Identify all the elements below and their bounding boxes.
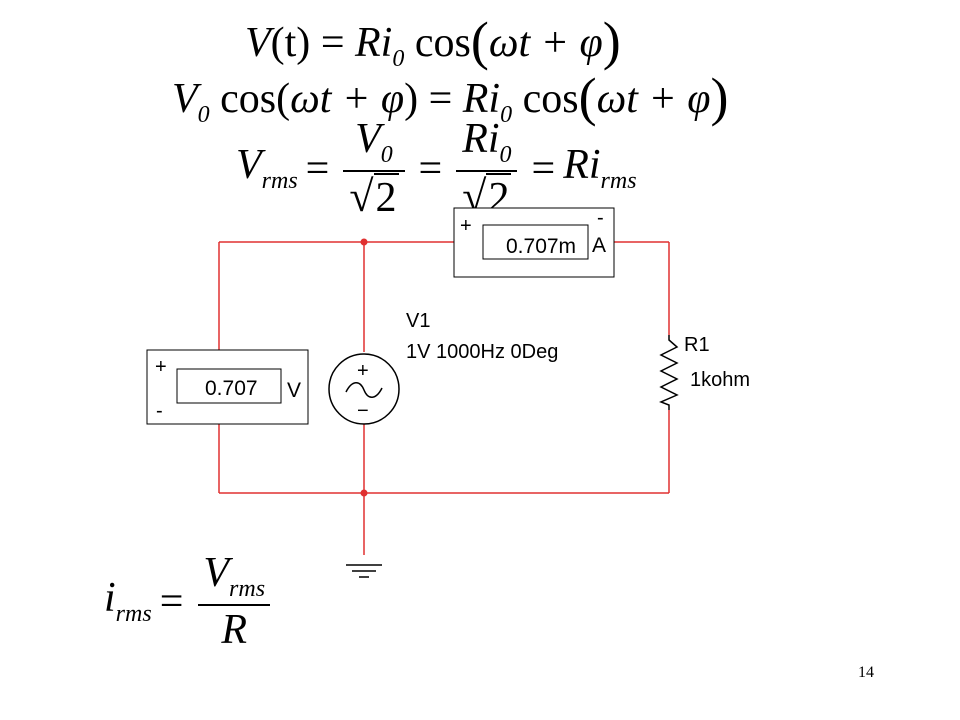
junction-top bbox=[360, 238, 368, 246]
source-minus: − bbox=[357, 400, 369, 422]
voltmeter-plus: + bbox=[155, 356, 167, 378]
page-number: 14 bbox=[858, 664, 874, 681]
equation-vt: V(t) = Ri0 cos(ωt + φ) bbox=[245, 11, 621, 72]
ac-source: + − bbox=[328, 353, 400, 425]
junction-bottom bbox=[360, 489, 368, 497]
ammeter-plus: + bbox=[460, 215, 472, 237]
resistor-name: R1 bbox=[684, 334, 710, 356]
equation-v0-cos: V0 cos(ωt + φ) = Ri0 cos(ωt + φ) bbox=[172, 67, 729, 128]
equation-vrms: Vrms = V0 √2 = Ri0 √2 = Rirms bbox=[236, 116, 637, 221]
voltmeter-unit: V bbox=[287, 379, 301, 402]
ammeter-minus: - bbox=[597, 207, 604, 229]
wires bbox=[218, 241, 670, 555]
resistor-value: 1kohm bbox=[690, 369, 750, 391]
ammeter-unit: A bbox=[592, 234, 606, 257]
source-name: V1 bbox=[406, 310, 430, 332]
ammeter-reading: 0.707m bbox=[506, 235, 576, 258]
ammeter: + - 0.707m A bbox=[453, 207, 615, 278]
sine-icon bbox=[345, 382, 383, 398]
fraction-vrms-over-r: Vrms R bbox=[197, 552, 271, 651]
voltmeter-minus: - bbox=[156, 400, 163, 422]
fraction-v0-over-root2: V0 √2 bbox=[343, 118, 405, 221]
resistor-symbol bbox=[659, 335, 679, 410]
voltmeter: + - 0.707 V bbox=[146, 349, 309, 425]
source-plus: + bbox=[357, 360, 369, 382]
equation-irms: irms = Vrms R bbox=[104, 552, 277, 651]
source-spec: 1V 1000Hz 0Deg bbox=[406, 341, 558, 363]
ground-icon bbox=[346, 564, 382, 578]
voltmeter-reading: 0.707 bbox=[205, 377, 258, 400]
